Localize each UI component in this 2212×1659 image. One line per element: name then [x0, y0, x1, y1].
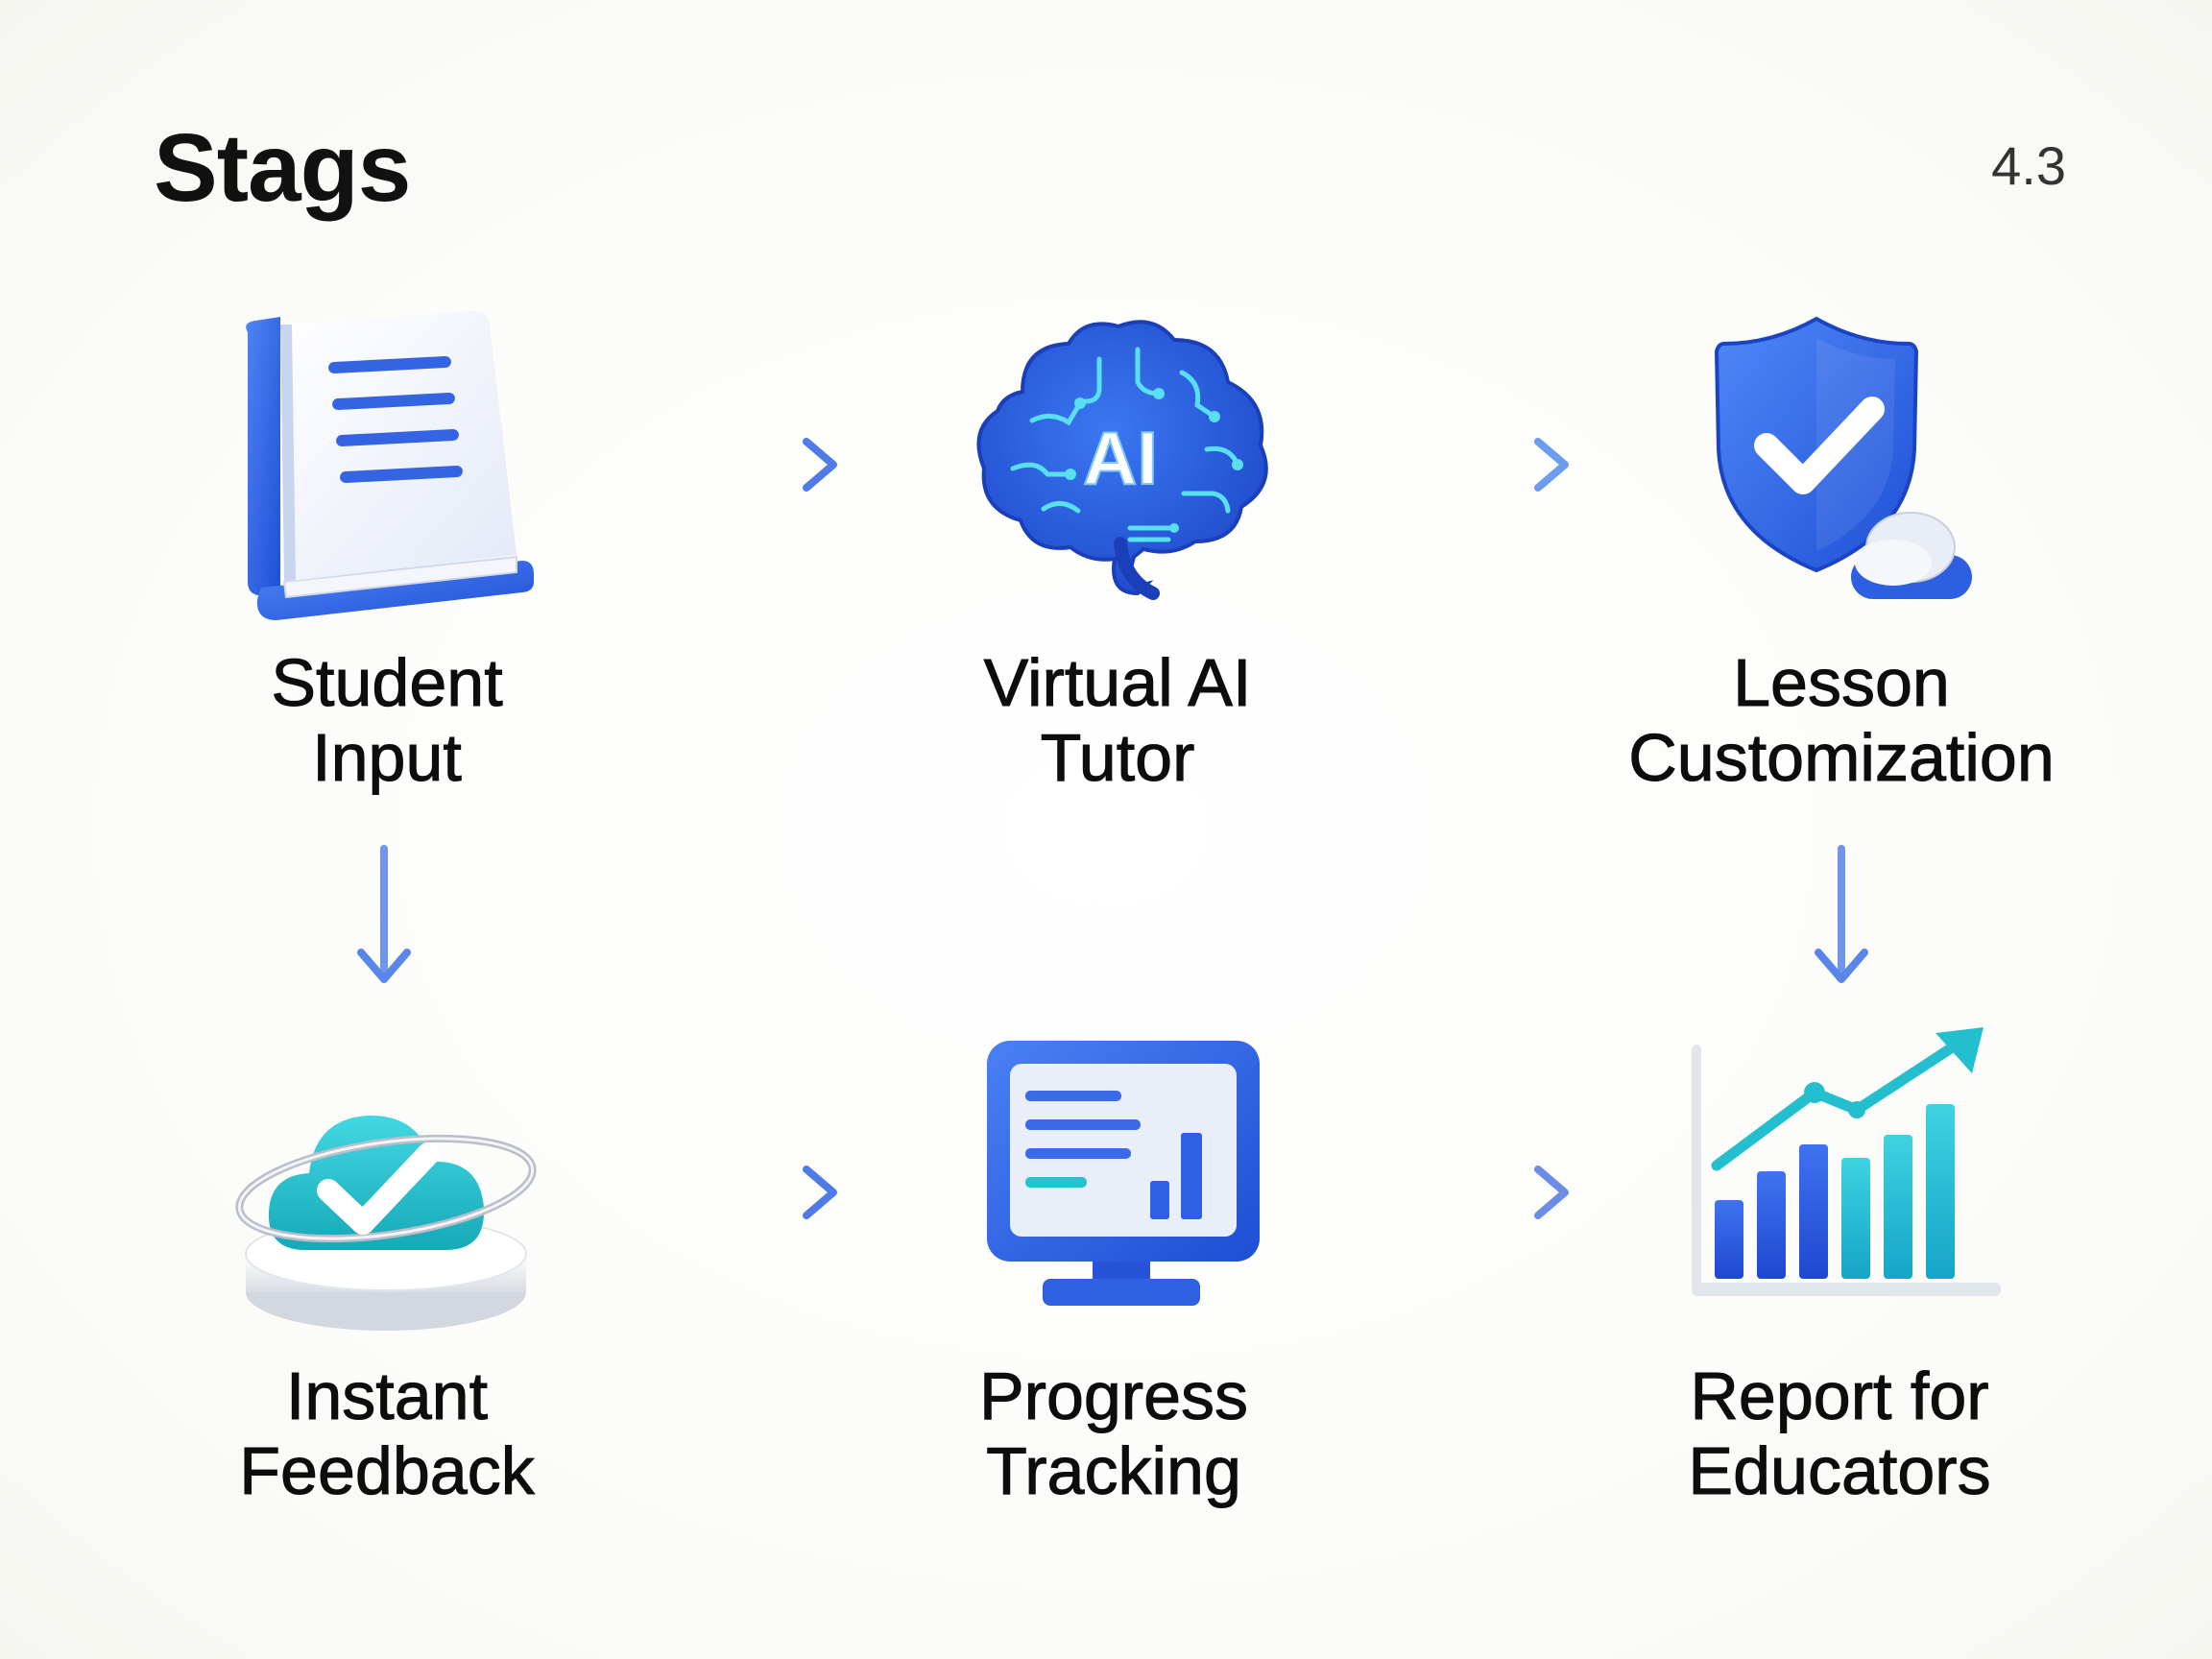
flow-arrow-right — [1404, 434, 1576, 495]
stage-label-line: Report for — [1690, 1358, 1989, 1434]
stage-label-line: Input — [312, 720, 463, 796]
flow-arrow-down — [353, 845, 415, 989]
flow-arrow-right — [672, 434, 845, 495]
stage-label-line: Lesson — [1733, 645, 1951, 721]
shield-check-icon — [1672, 305, 1999, 632]
ai-label-text: AI — [1083, 416, 1158, 500]
stage-label-virtual-ai-tutor: Virtual AI Tutor — [849, 645, 1386, 796]
stage-label-line: Student — [271, 645, 503, 721]
stage-label-student-input: Student Input — [118, 645, 656, 796]
stage-label-line: Virtual AI — [983, 645, 1252, 721]
flow-arrow-right — [672, 1162, 845, 1223]
book-icon — [223, 303, 549, 630]
stage-label-line: Feedback — [239, 1433, 535, 1509]
stage-label-instant-feedback: Instant Feedback — [118, 1358, 656, 1509]
monitor-icon — [968, 1027, 1294, 1354]
stage-label-line: Tracking — [986, 1433, 1242, 1509]
stage-label-line: Progress — [978, 1358, 1249, 1434]
stage-number: 4.3 — [1991, 135, 2066, 196]
stage-label-line: Customization — [1628, 720, 2056, 796]
page-title: Stags — [154, 114, 411, 222]
stage-label-line: Tutor — [1040, 720, 1195, 796]
cloud-check-icon — [223, 1027, 549, 1354]
bar-chart-growth-icon — [1678, 1027, 2005, 1354]
stage-label-line: Instant — [285, 1358, 489, 1434]
stage-label-report-for-educators: Report for Educators — [1571, 1358, 2108, 1509]
ai-brain-icon: AI — [955, 305, 1282, 632]
stage-label-line: Educators — [1688, 1433, 1991, 1509]
flow-arrow-right — [1404, 1162, 1576, 1223]
flow-arrow-down — [1811, 845, 1872, 989]
stage-label-progress-tracking: Progress Tracking — [845, 1358, 1382, 1509]
stage-label-lesson-customization: Lesson Customization — [1573, 645, 2110, 796]
